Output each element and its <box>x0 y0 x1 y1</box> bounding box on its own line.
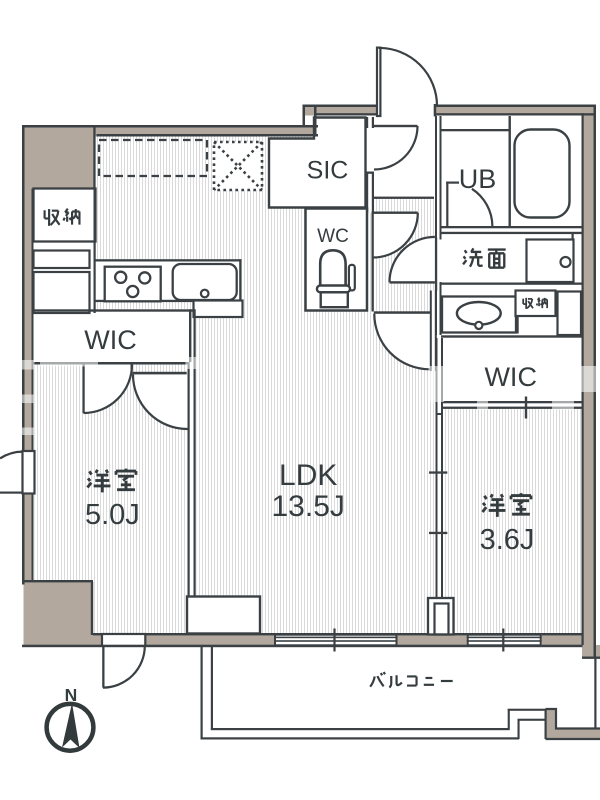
svg-text:5.0J: 5.0J <box>85 499 140 531</box>
svg-text:13.5J: 13.5J <box>272 490 345 523</box>
svg-text:UB: UB <box>459 164 497 194</box>
svg-text:WIC: WIC <box>84 325 136 355</box>
svg-text:N: N <box>65 685 78 705</box>
svg-text:WIC: WIC <box>484 362 536 392</box>
svg-text:3.6J: 3.6J <box>480 524 535 556</box>
svg-text:LDK: LDK <box>279 459 337 492</box>
svg-text:WC: WC <box>317 226 349 247</box>
svg-text:SIC: SIC <box>307 157 349 185</box>
